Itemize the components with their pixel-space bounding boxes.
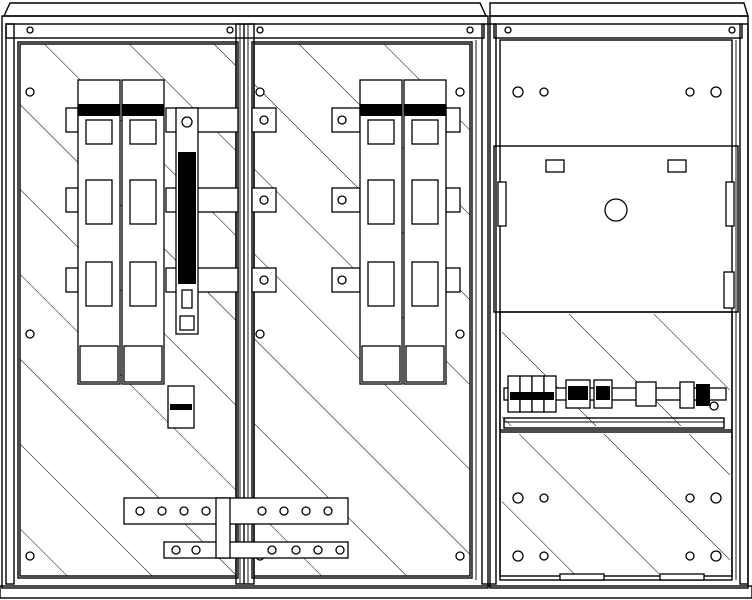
small-device bbox=[167, 385, 195, 429]
meter-compartment bbox=[493, 39, 739, 581]
middle-busbar-tabs bbox=[331, 107, 461, 293]
middle-mounting-holes bbox=[255, 87, 465, 561]
fuse-base-middle-2 bbox=[403, 79, 447, 385]
fuse-base-left-1 bbox=[77, 79, 121, 385]
left-mounting-holes bbox=[25, 87, 35, 561]
fuse-base-middle-1 bbox=[359, 79, 403, 385]
fuse-base-left-2 bbox=[121, 79, 165, 385]
din-rail-devices bbox=[503, 375, 727, 413]
disconnect-module bbox=[175, 107, 199, 335]
terminal-bars bbox=[123, 497, 349, 559]
